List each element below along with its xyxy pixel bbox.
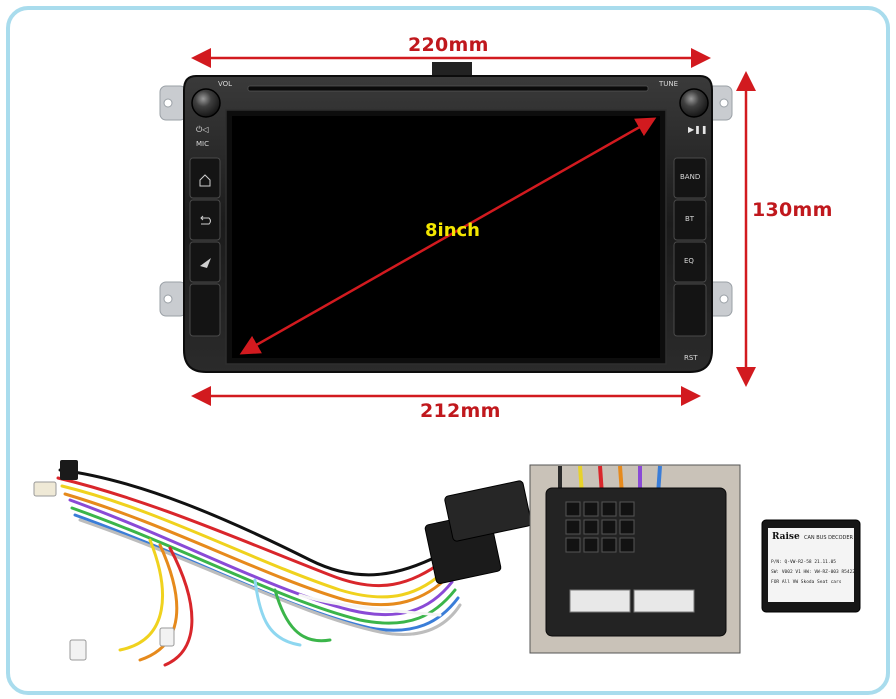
usb-connector (69, 639, 87, 661)
eq-button[interactable] (673, 241, 707, 283)
blank-button[interactable] (189, 283, 221, 337)
power-mute-icon: ⏻◁ (196, 125, 208, 134)
tune-knob[interactable] (679, 88, 709, 118)
wiring-harness (56, 468, 462, 667)
band-label: BAND (680, 173, 701, 181)
top-clip (432, 62, 472, 76)
decoder-line-2: SW: V002 V1 HW: VW-RZ-003 R5422 (771, 570, 855, 575)
back-icon (200, 215, 211, 225)
diagonal-dimension-arrow (239, 117, 657, 355)
antenna-connector (159, 627, 175, 647)
screen-size-label: 8inch (425, 220, 480, 241)
decoder-line-3: FOR All VW Skoda Seat cars (771, 580, 842, 585)
home-button[interactable] (189, 157, 221, 199)
mic-label: MIC (196, 140, 209, 148)
harness-plug (424, 480, 532, 584)
home-icon (199, 174, 211, 187)
vol-label: VOL (218, 80, 233, 88)
right-button-column (673, 157, 707, 337)
play-pause-icon: ▶❚❚ (688, 125, 708, 134)
blank-right-button[interactable] (673, 283, 707, 337)
bt-button[interactable] (673, 199, 707, 241)
band-button[interactable] (673, 157, 707, 199)
decoder-sticker (768, 528, 854, 602)
decoder-brand: Raise (772, 532, 800, 542)
navigation-icon (200, 258, 211, 268)
eq-label: EQ (684, 257, 694, 265)
nav-button[interactable] (189, 241, 221, 283)
top-width-label: 220mm (408, 34, 489, 56)
back-button[interactable] (189, 199, 221, 241)
connector-pins-top (565, 501, 635, 553)
height-label: 130mm (752, 199, 833, 221)
rst-label: RST (684, 354, 698, 362)
aux-connector (33, 481, 57, 497)
connector-pins-bottom (569, 589, 695, 613)
tune-label: TUNE (659, 80, 679, 88)
disc-slot (247, 85, 649, 92)
bottom-width-label: 212mm (420, 400, 501, 422)
decoder-line-1: P/N: Q-VW-R2-58 21.11.05 (771, 560, 837, 565)
bt-label: BT (685, 215, 695, 223)
volume-knob[interactable] (191, 88, 221, 118)
left-button-column (189, 157, 221, 337)
decoder-title: CAN BUS DECODER (804, 535, 854, 541)
signal-connector (60, 460, 78, 480)
